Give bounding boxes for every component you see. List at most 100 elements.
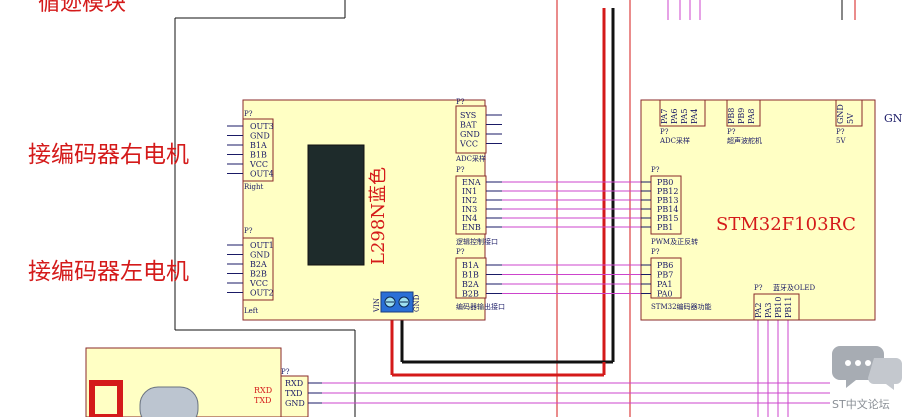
right-connector-ref: P? <box>244 110 253 118</box>
pin-label: PB6 <box>657 261 673 270</box>
pin-label: B1B <box>250 151 267 160</box>
pin-label: ENA <box>462 178 481 187</box>
pin-label: B2B <box>250 270 267 279</box>
mcu-pwr-name: 5V <box>836 137 846 145</box>
pin-label: B1B <box>462 271 479 280</box>
pin-label: PA7 <box>660 108 669 124</box>
pin-label: ENB <box>462 223 481 232</box>
adc-connector-ref: P? <box>456 98 465 106</box>
mcu-name: STM32F103RC <box>716 214 856 235</box>
pin-label: IN2 <box>462 196 477 205</box>
mcu-adc-ref: P? <box>660 128 669 136</box>
pin-label: B2A <box>250 260 267 269</box>
pin-label: SYS <box>460 111 476 120</box>
pin-label: GND <box>250 251 270 260</box>
bt-logo-mark <box>89 380 123 417</box>
bt-side-pin-label: RXD <box>254 386 272 395</box>
left-motor-note: 接编码器左电机 <box>28 259 189 285</box>
pin-label: PB15 <box>657 214 678 223</box>
pin-label: PB14 <box>657 205 678 214</box>
pin-label: PB13 <box>657 196 678 205</box>
l298n-label: L298N蓝色 <box>368 167 389 265</box>
pin-label: RXD <box>285 379 303 388</box>
adc-connector-name: ADC采样 <box>455 154 486 163</box>
bt-side-pin-label: TXD <box>254 396 271 405</box>
pin-label: IN1 <box>462 187 477 196</box>
pin-label: B1A <box>462 261 479 270</box>
logic-connector-ref: P? <box>456 166 465 174</box>
pin-label: IN3 <box>462 205 477 214</box>
mcu-us-name: 超声波舵机 <box>727 136 762 145</box>
pin-label: PA8 <box>747 108 756 124</box>
pin-label: PA1 <box>657 280 673 289</box>
pin-label: OUT2 <box>250 289 274 298</box>
mcu-pwr-ref: P? <box>836 128 845 136</box>
pin-label: OUT1 <box>250 241 274 250</box>
bt-connector-ref: P? <box>281 368 290 376</box>
l298n-heatsink <box>307 144 365 266</box>
pin-label: PA6 <box>670 108 679 124</box>
pin-label: PA3 <box>764 302 773 318</box>
pin-label: PA0 <box>657 290 673 299</box>
pin-label: PA2 <box>754 302 763 318</box>
pin-label: GND <box>460 130 480 139</box>
pin-label: VCC <box>249 279 268 288</box>
pin-label: PB11 <box>784 297 793 318</box>
pin-label: BAT <box>460 121 477 130</box>
pin-label: GND <box>836 104 845 124</box>
pin-label: PB7 <box>657 271 673 280</box>
mcu-pwm-ref: P? <box>651 166 660 174</box>
pin-label: OUT4 <box>250 170 274 179</box>
pin-label: PB10 <box>774 297 783 318</box>
gnd-edge-label: GN <box>884 112 903 125</box>
mcu-enc-ref: P? <box>651 248 660 256</box>
left-connector-ref: P? <box>244 227 253 235</box>
pin-label: B2A <box>462 280 479 289</box>
right-connector-name: Right <box>244 183 263 191</box>
pin-label: PB0 <box>657 178 673 187</box>
pin-label: PB8 <box>727 108 736 124</box>
encoder-connector-name: 编码器输出接口 <box>456 302 505 311</box>
mcu-enc-name: STM32编码器功能 <box>651 302 712 311</box>
mcu-us-ref: P? <box>727 128 736 136</box>
mcu-bt-name: 蓝牙及OLED <box>773 283 815 292</box>
mcu-bt-ref: P? <box>754 284 763 292</box>
left-connector-name: Left <box>244 307 258 315</box>
pin-label: PA4 <box>690 108 699 124</box>
pin-label: PB9 <box>737 108 746 124</box>
pin-label: VCC <box>249 160 268 169</box>
pin-label: PB12 <box>657 187 678 196</box>
pin-label: GND <box>250 132 270 141</box>
pin-label: OUT3 <box>250 122 274 131</box>
pin-label: PB1 <box>657 223 673 232</box>
pin-label: PA5 <box>680 108 689 124</box>
forum-watermark-icon <box>832 346 902 390</box>
pin-label: B1A <box>250 141 267 150</box>
pin-label: VCC <box>459 140 478 149</box>
tracking-module-heading: 循迹模块 <box>38 0 126 16</box>
terminal-vin-label: VIN <box>373 298 381 313</box>
signal-wires <box>502 181 789 417</box>
forum-watermark-text: ST中文论坛 <box>832 398 890 411</box>
mcu-adc-name: ADC采样 <box>659 136 690 145</box>
pin-label: IN4 <box>462 214 477 223</box>
pin-label: 5V <box>846 113 855 124</box>
bt-antenna-shape <box>139 386 199 417</box>
terminal-gnd-label: GND <box>413 294 421 312</box>
mcu-pwm-name: PWM及正反转 <box>651 237 698 246</box>
bt-wires <box>322 382 830 404</box>
pin-label: TXD <box>285 389 302 398</box>
